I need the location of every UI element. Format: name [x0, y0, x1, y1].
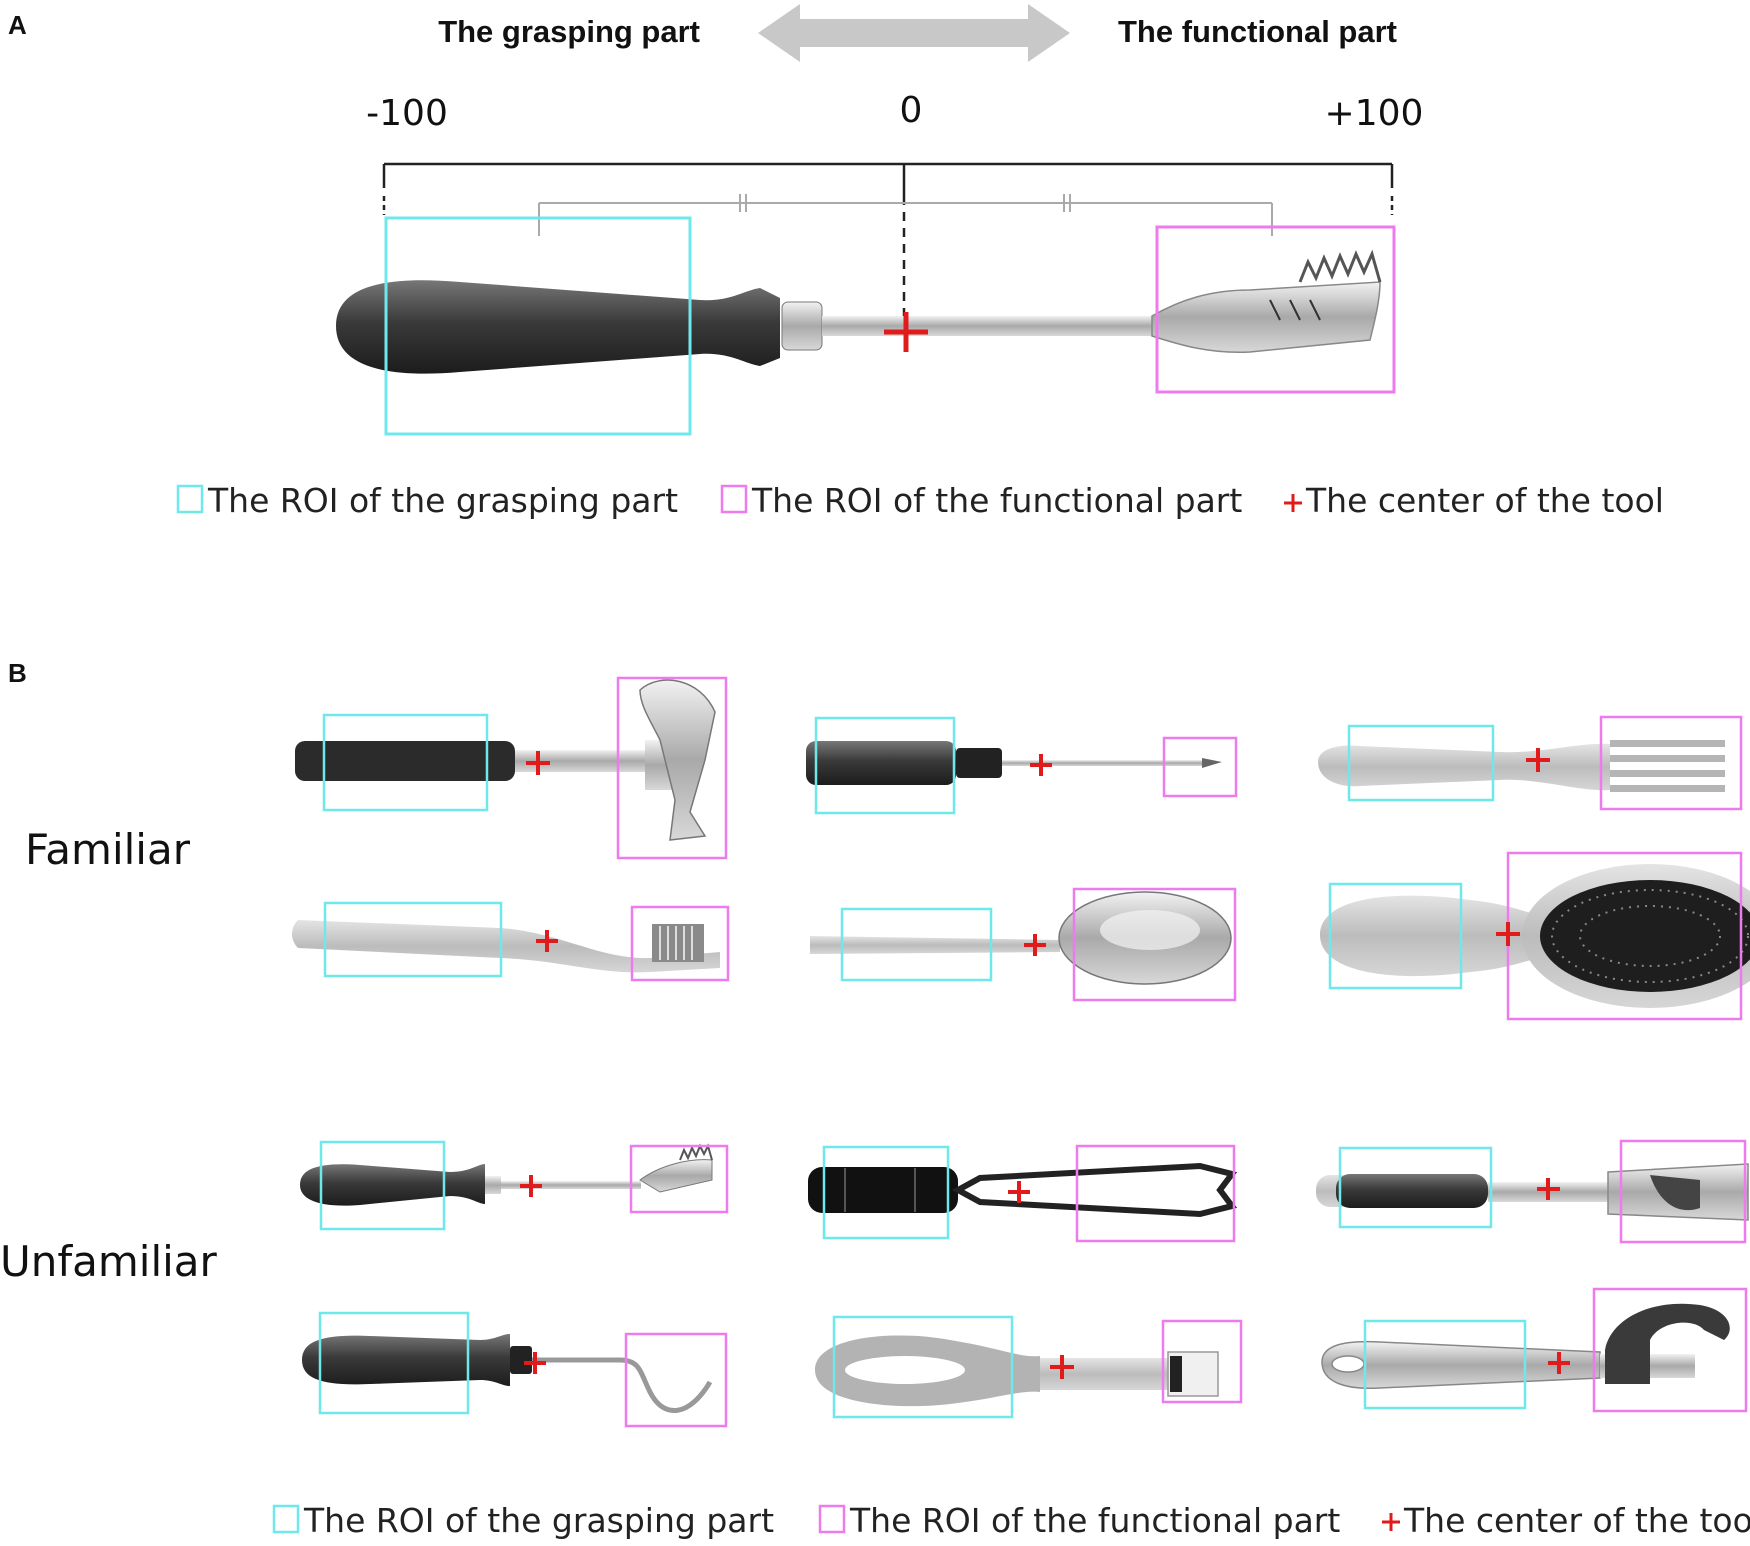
spoon-center-marker [1024, 934, 1046, 956]
serrated-scoop-tool-large [336, 249, 1382, 374]
hammer-tool [295, 679, 716, 841]
toothbrush-func-roi [630, 905, 730, 982]
spoon-grasp-roi [840, 907, 993, 982]
scale-max-label: +100 [1325, 93, 1424, 134]
panel-b: B Familiar Unfamiliar [0, 658, 1750, 1540]
unfamiliar-row-label: Unfamiliar [0, 1237, 218, 1286]
hairbrush-tool [1320, 864, 1750, 1008]
legend-a-grasp-swatch [176, 484, 204, 514]
functional-part-header: The functional part [1118, 14, 1397, 49]
hairbrush-grasp-roi [1328, 882, 1463, 990]
serrated-scoop-tool [300, 1143, 713, 1206]
screwdriver-grasp-roi [814, 716, 956, 815]
zester-grasp-roi [1338, 1146, 1493, 1229]
loop-brush-center-marker [1050, 1355, 1074, 1379]
hook-pick-center-marker [524, 1352, 546, 1374]
spoon-tool [810, 891, 1232, 985]
legend-a-func-label: The ROI of the functional part [751, 481, 1242, 520]
hook-pick-tool [302, 1334, 713, 1413]
panel-b-letter: B [8, 658, 27, 688]
legend-b-grasp-swatch [272, 1504, 300, 1534]
screwdriver-center-marker [1030, 754, 1052, 776]
grasping-roi-box [384, 216, 692, 436]
grasping-part-header: The grasping part [438, 14, 700, 49]
tongs-tool [808, 1162, 1238, 1218]
zester-tool [1316, 1163, 1749, 1221]
serrated-scoop-func-roi [629, 1144, 729, 1214]
panel-a-letter: A [8, 10, 27, 40]
hairbrush-center-marker [1496, 922, 1520, 946]
fork-grasp-roi [1347, 724, 1495, 802]
hook-wrench-center-marker [1548, 1352, 1570, 1374]
legend-a-center-label: The center of the tool [1305, 481, 1664, 520]
tongs-func-roi [1075, 1144, 1236, 1243]
toothbrush-grasp-roi [323, 901, 503, 978]
tool-center-marker [884, 312, 928, 352]
toothbrush-center-marker [536, 930, 558, 952]
hammer-grasp-roi [322, 713, 489, 812]
scale-min-label: -100 [366, 93, 448, 134]
fork-tool [1318, 740, 1725, 792]
legend-a-grasp-label: The ROI of the grasping part [207, 481, 678, 520]
tongs-grasp-roi [822, 1145, 950, 1240]
tongs-center-marker [1008, 1181, 1030, 1203]
hammer-func-roi [616, 676, 728, 860]
loop-brush-grasp-roi [832, 1315, 1014, 1419]
hook-wrench-tool [1321, 1303, 1730, 1390]
functional-roi-box [1155, 225, 1396, 394]
hammer-center-marker [526, 751, 550, 775]
fork-center-marker [1526, 748, 1550, 772]
equal-distance-bracket [538, 194, 1273, 236]
hook-pick-grasp-roi [318, 1311, 470, 1415]
toothbrush-tool [292, 920, 720, 973]
scale-center-label: 0 [900, 90, 923, 131]
screwdriver-func-roi [1162, 736, 1238, 798]
zester-center-marker [1537, 1178, 1560, 1200]
serrated-scoop-center-marker [520, 1175, 542, 1197]
legend-a-func-swatch [720, 484, 748, 514]
spoon-func-roi [1072, 887, 1237, 1002]
scale-ruler [382, 162, 1394, 318]
legend-a: The ROI of the grasping part The ROI of … [176, 481, 1664, 520]
legend-b-func-label: The ROI of the functional part [849, 1501, 1340, 1540]
legend-b-center-icon [1382, 1513, 1400, 1531]
legend-b-center-label: The center of the tool [1403, 1501, 1750, 1540]
hook-pick-func-roi [624, 1332, 728, 1428]
legend-b: The ROI of the grasping part The ROI of … [272, 1501, 1750, 1540]
legend-a-center-icon [1284, 494, 1302, 512]
legend-b-grasp-label: The ROI of the grasping part [303, 1501, 774, 1540]
panel-a: A The grasping part The functional part … [8, 4, 1664, 520]
serrated-scoop-grasp-roi [319, 1140, 446, 1231]
familiar-row-label: Familiar [25, 825, 191, 874]
fork-func-roi [1599, 715, 1743, 811]
double-arrow-icon [758, 4, 1070, 62]
legend-b-func-swatch [818, 1504, 846, 1534]
screwdriver-tool [806, 741, 1222, 785]
loop-brush-func-roi [1161, 1319, 1243, 1404]
hook-wrench-func-roi [1592, 1287, 1748, 1413]
loop-brush-tool [815, 1335, 1219, 1407]
hook-wrench-grasp-roi [1363, 1319, 1527, 1410]
zester-func-roi [1619, 1139, 1747, 1244]
